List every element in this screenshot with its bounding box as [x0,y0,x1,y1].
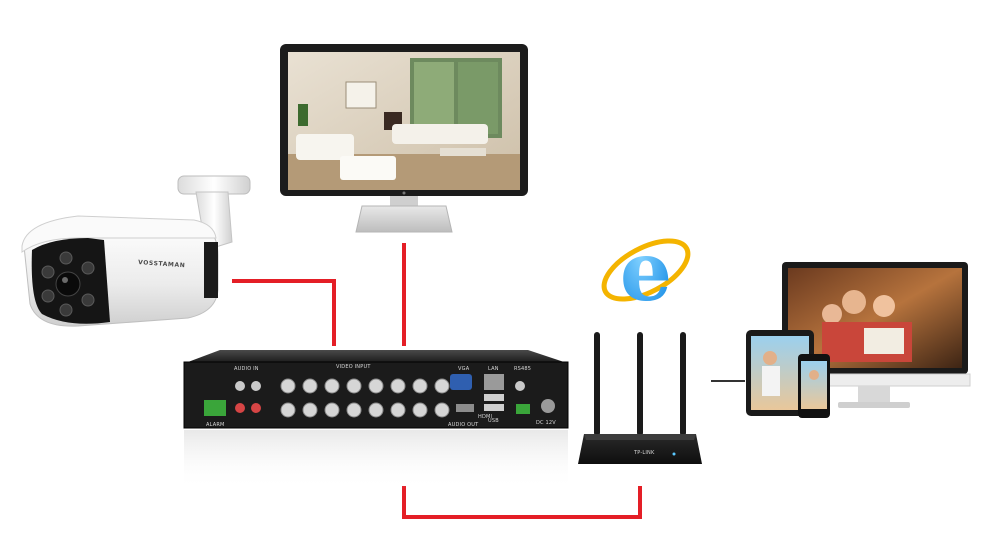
client-devices [746,262,971,418]
display-monitor [280,44,528,233]
dvr-audio-in-label: AUDIO IN [234,366,259,372]
camera-brand-text: VOSSTAMAN [138,259,186,269]
dvr-power-label: DC 12V [536,420,556,426]
dvr-rs485-label: RS485 [514,366,531,372]
dvr-hdmi-label: HDMI [478,414,492,420]
router-brand-text: TP-LINK [633,450,655,456]
bullet-camera: VOSSTAMAN [21,175,251,327]
dvr-audio-out-label: AUDIO OUT [448,422,479,428]
dvr-usb-label: USB [488,418,499,424]
dvr-bnc-connectors [280,378,450,418]
camera-to-dvr-wire [232,279,336,346]
browser-glyph: e [620,230,672,320]
dvr-alarm-label: ALARM [206,422,225,428]
dvr-video-input-label: VIDEO INPUT [336,364,371,370]
dvr-lan-label: LAN [488,366,499,372]
internet-explorer-icon: e [601,230,691,320]
smartphone [798,354,830,418]
desktop-pc [779,262,971,408]
phone-beach-image [801,361,827,409]
dvr-reflection [184,430,568,490]
tablet [746,330,814,416]
router-antennas [594,332,686,436]
dvr-vga-label: VGA [458,366,470,372]
dvr-recorder: ALARM AUDIO IN VIDEO INPUT VGA AUDIO OUT… [183,350,569,490]
dvr-to-router-wire [402,486,642,519]
monitor-screen-living-room-image [288,52,520,190]
wifi-router: TP-LINK [578,332,702,464]
